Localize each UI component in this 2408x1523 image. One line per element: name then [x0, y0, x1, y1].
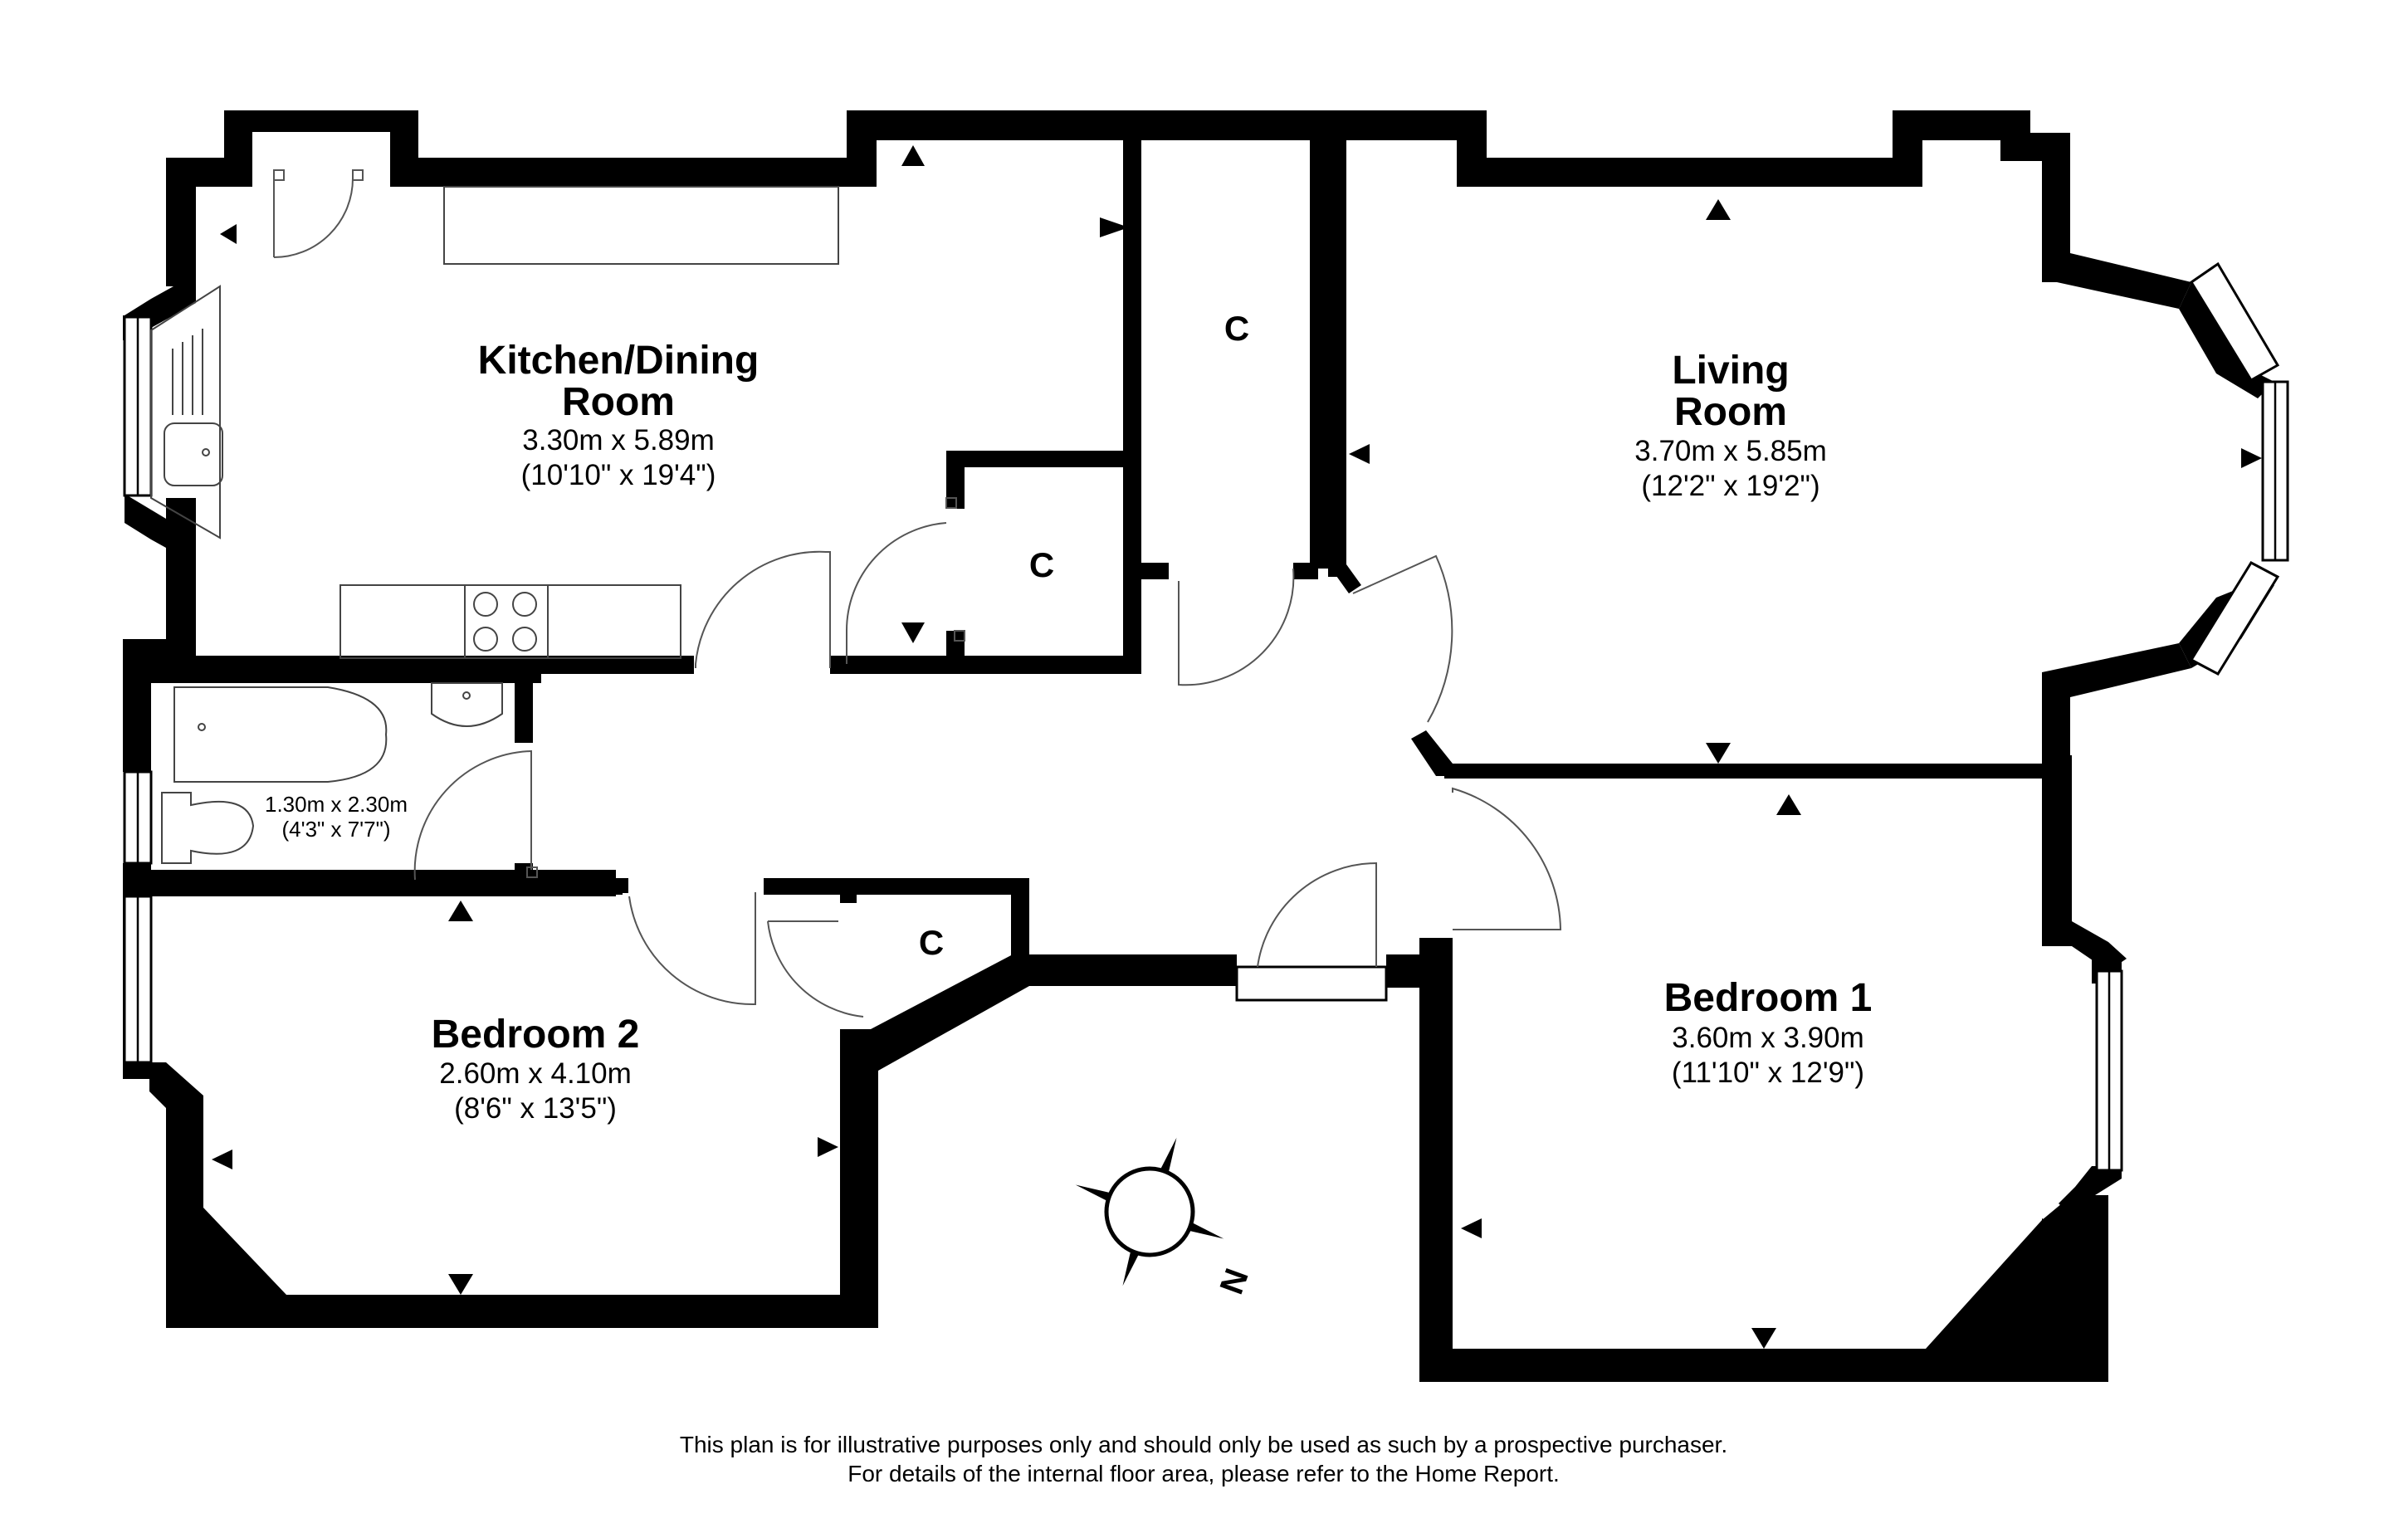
basin: [431, 682, 503, 727]
living-imperial: (12'2" x 19'2"): [1641, 470, 1819, 502]
disclaimer-line2: For details of the internal floor area, …: [847, 1461, 1560, 1486]
compass-rose-icon: [1075, 1137, 1224, 1286]
bedroom2-imperial: (8'6" x 13'5"): [454, 1092, 617, 1125]
measurement-markers: [212, 145, 2262, 1349]
bedroom1-metric: 3.60m x 3.90m: [1672, 1022, 1864, 1054]
windows: [123, 261, 2289, 1172]
window-living-1: [2189, 261, 2280, 383]
doors: [273, 169, 1562, 1018]
bathroom-metric: 1.30m x 2.30m: [265, 792, 408, 817]
kitchen-sink-unit: [150, 285, 221, 539]
compass-north-label: N: [1214, 1264, 1256, 1299]
disclaimer: This plan is for illustrative purposes o…: [680, 1432, 1727, 1486]
living-name-line1: Living: [1672, 349, 1789, 393]
living-metric: 3.70m x 5.85m: [1634, 435, 1827, 467]
disclaimer-line1: This plan is for illustrative purposes o…: [680, 1432, 1727, 1457]
bathroom-imperial: (4'3" x 7'7"): [282, 817, 391, 842]
kitchen-imperial: (10'10" x 19'4"): [521, 459, 716, 491]
kitchen-metric: 3.30m x 5.89m: [522, 424, 715, 456]
kitchen-worktop-bottom: [339, 584, 681, 659]
closet-label-kitchen: C: [1029, 545, 1054, 584]
bedroom1-name: Bedroom 1: [1664, 976, 1873, 1020]
toilet: [161, 792, 255, 864]
living-name-line2: Room: [1674, 390, 1787, 434]
closet-label-central: C: [1224, 309, 1249, 348]
outer-walls: [123, 110, 2274, 1382]
kitchen-worktop-top: [443, 186, 839, 265]
bedroom2-metric: 2.60m x 4.10m: [439, 1057, 632, 1090]
bedroom1-imperial: (11'10" x 12'9"): [1672, 1057, 1864, 1089]
window-living-3: [2189, 561, 2280, 676]
room-labels: Kitchen/Dining Room 3.30m x 5.89m (10'10…: [265, 339, 1872, 1125]
sink-drainer: [172, 329, 203, 415]
kitchen-sink: [164, 422, 223, 486]
kitchen-name-line1: Kitchen/Dining: [478, 339, 760, 383]
fixtures: [150, 186, 839, 864]
closet-label-bedroom2: C: [919, 923, 944, 962]
hob: [464, 584, 549, 659]
window-front-door: [1235, 965, 1388, 1002]
closet-labels: C C C: [919, 309, 1249, 962]
interior-walls: [151, 137, 2059, 961]
kitchen-name-line2: Room: [562, 380, 675, 424]
bedroom2-name: Bedroom 2: [432, 1013, 640, 1057]
bath: [173, 686, 388, 783]
